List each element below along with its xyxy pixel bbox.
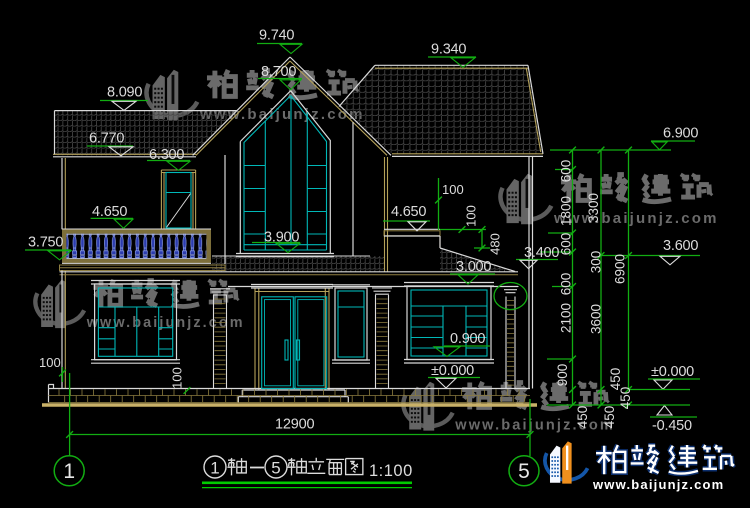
svg-text:9.340: 9.340 xyxy=(431,42,466,58)
svg-text:100: 100 xyxy=(442,182,464,197)
svg-text:-0.450: -0.450 xyxy=(652,418,692,434)
svg-text:2100: 2100 xyxy=(559,303,574,333)
svg-text:300: 300 xyxy=(589,251,604,274)
svg-text:600: 600 xyxy=(559,160,574,183)
svg-text:450: 450 xyxy=(575,406,590,429)
svg-text:3.000: 3.000 xyxy=(456,259,491,275)
svg-text:6900: 6900 xyxy=(613,254,628,284)
svg-text:3.600: 3.600 xyxy=(663,238,698,254)
svg-text:1: 1 xyxy=(63,460,75,483)
svg-text:3.400: 3.400 xyxy=(524,245,559,261)
svg-text:±0.000: ±0.000 xyxy=(431,363,474,379)
svg-text:6.300: 6.300 xyxy=(149,147,184,163)
svg-text:www.baijunjz.com: www.baijunjz.com xyxy=(553,210,719,227)
svg-text:www.baijunjz.com: www.baijunjz.com xyxy=(454,417,615,433)
svg-text:100: 100 xyxy=(464,205,479,227)
svg-text:8.700: 8.700 xyxy=(261,64,296,80)
svg-text:100: 100 xyxy=(170,367,185,389)
svg-text:1:100: 1:100 xyxy=(369,462,413,480)
svg-text:6.770: 6.770 xyxy=(89,131,124,147)
svg-text:www.baijunjz.com: www.baijunjz.com xyxy=(199,106,365,123)
svg-text:5: 5 xyxy=(271,459,280,478)
svg-text:3600: 3600 xyxy=(589,304,604,334)
svg-text:0.900: 0.900 xyxy=(450,331,485,347)
svg-text:1: 1 xyxy=(210,459,219,478)
svg-text:www.baijunjz.com: www.baijunjz.com xyxy=(592,477,724,492)
svg-text:12900: 12900 xyxy=(275,417,314,433)
svg-text:9.740: 9.740 xyxy=(259,28,294,44)
svg-text:8.090: 8.090 xyxy=(107,85,142,101)
svg-text:450: 450 xyxy=(608,368,623,391)
svg-text:3.750: 3.750 xyxy=(28,235,63,251)
svg-text:600: 600 xyxy=(559,273,574,296)
svg-text:1800: 1800 xyxy=(559,196,574,226)
svg-text:450: 450 xyxy=(602,406,617,429)
svg-text:480: 480 xyxy=(488,233,503,255)
svg-text:6.900: 6.900 xyxy=(663,126,698,142)
svg-text:4.650: 4.650 xyxy=(391,204,426,220)
svg-text:www.baijunjz.com: www.baijunjz.com xyxy=(86,315,245,331)
svg-text:5: 5 xyxy=(518,460,530,483)
svg-text:450: 450 xyxy=(618,387,633,410)
svg-text:100: 100 xyxy=(39,355,61,370)
svg-text:3300: 3300 xyxy=(586,193,601,223)
svg-text:4.650: 4.650 xyxy=(92,204,127,220)
svg-text:600: 600 xyxy=(559,233,574,256)
svg-text:3.900: 3.900 xyxy=(264,230,299,246)
svg-text:900: 900 xyxy=(555,364,570,387)
svg-text:±0.000: ±0.000 xyxy=(651,364,694,380)
